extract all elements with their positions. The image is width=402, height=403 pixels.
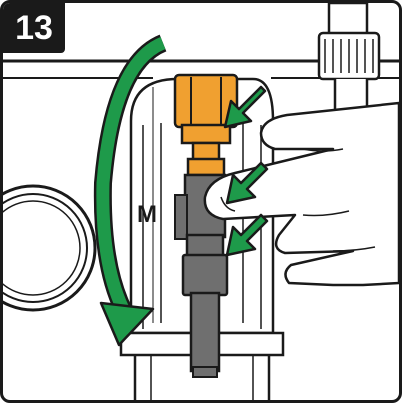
orange-valve-part	[173, 73, 239, 177]
assembly-illustration	[3, 3, 399, 400]
press-arrow-icon	[223, 85, 267, 129]
step-number-badge: 13	[3, 3, 65, 53]
hand	[203, 101, 399, 287]
rotate-counterclockwise-arrow-icon	[93, 34, 167, 347]
press-arrow-icon	[225, 213, 269, 257]
press-arrow-icon	[225, 161, 269, 205]
part-marker-label: M	[137, 201, 157, 228]
drain-ring	[3, 184, 97, 312]
